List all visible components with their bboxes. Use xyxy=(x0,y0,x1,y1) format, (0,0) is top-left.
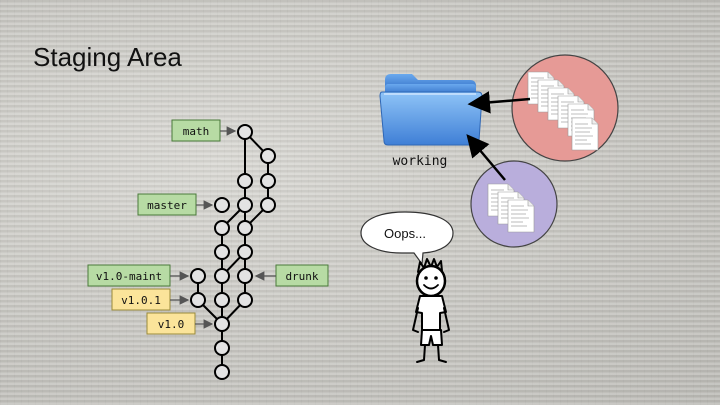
commit-node xyxy=(237,173,253,189)
commit-node xyxy=(190,292,206,308)
tag-v101: v1.0.1 xyxy=(111,288,190,311)
branch-maint-label: v1.0-maint xyxy=(96,270,162,283)
tag-v101-label: v1.0.1 xyxy=(121,294,161,307)
speech-text: Oops... xyxy=(384,226,426,241)
tag-v10-label: v1.0 xyxy=(158,318,185,331)
commit-node xyxy=(214,220,230,236)
commit-node xyxy=(214,268,230,284)
branch-master: master xyxy=(137,193,214,216)
staging-circle xyxy=(470,160,558,248)
branch-math: math xyxy=(171,119,237,142)
speech-bubble: Oops... xyxy=(360,211,454,266)
commit-node xyxy=(237,244,253,260)
tag-v10: v1.0 xyxy=(146,312,214,335)
branch-master-label: master xyxy=(147,199,187,212)
commit-node xyxy=(214,340,230,356)
commit-node xyxy=(237,124,253,140)
commit-node xyxy=(190,268,206,284)
commit-node xyxy=(237,197,253,213)
commit-node xyxy=(260,173,276,189)
commit-node xyxy=(214,244,230,260)
branch-maint: v1.0-maint xyxy=(87,264,190,287)
commit-edges xyxy=(197,131,269,372)
commit-node xyxy=(214,197,230,213)
commit-node xyxy=(260,148,276,164)
commit-node xyxy=(214,364,230,380)
branch-drunk: drunk xyxy=(254,264,329,287)
commit-nodes xyxy=(190,124,276,380)
commit-node xyxy=(237,220,253,236)
commit-node xyxy=(214,316,230,332)
stick-figure-icon xyxy=(412,258,450,363)
branch-math-label: math xyxy=(183,125,210,138)
commit-node xyxy=(237,268,253,284)
working-label: working xyxy=(393,154,448,169)
commit-node xyxy=(237,292,253,308)
repository-circle xyxy=(511,54,619,162)
slide-title: Staging Area xyxy=(33,42,182,72)
commit-node xyxy=(214,292,230,308)
checkout-arrow xyxy=(467,91,531,114)
stage-arrow xyxy=(466,134,506,181)
branch-drunk-label: drunk xyxy=(285,270,318,283)
commit-node xyxy=(260,197,276,213)
folder-icon xyxy=(379,74,483,146)
